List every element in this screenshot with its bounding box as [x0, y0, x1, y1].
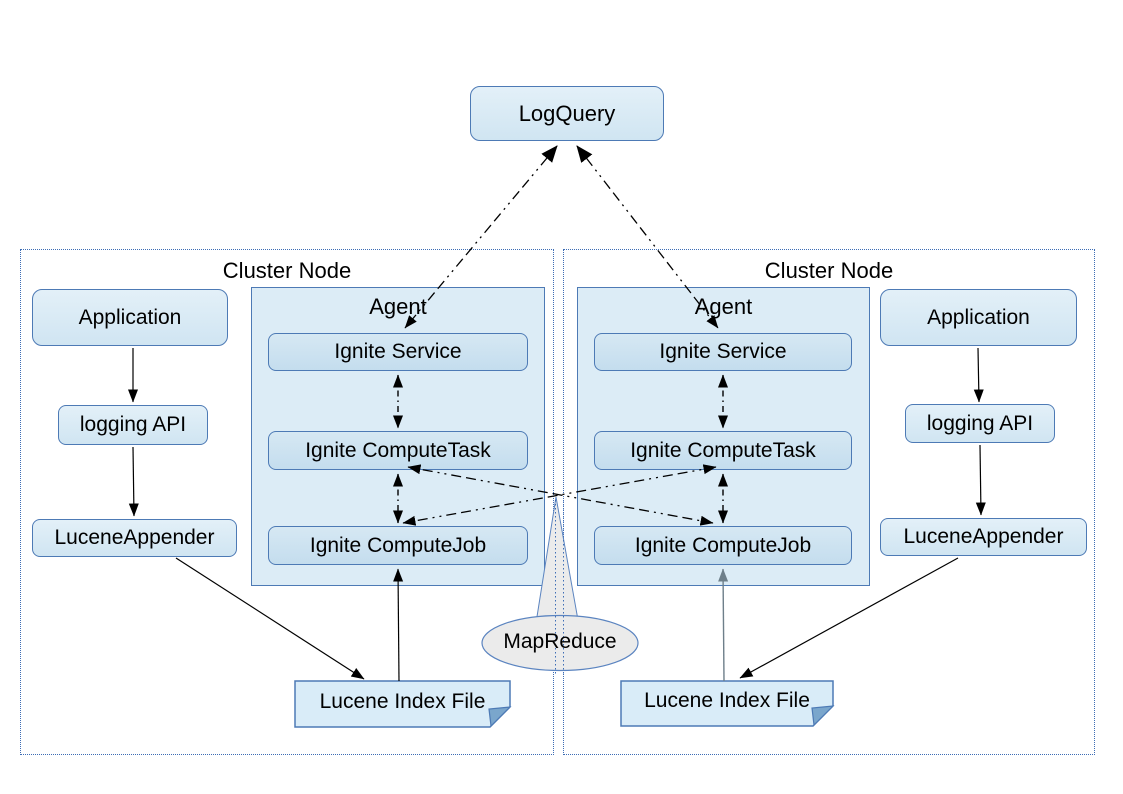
- mapreduce-label: MapReduce: [503, 630, 617, 653]
- agent-label-left: Agent: [369, 294, 427, 319]
- ignite-compute-job-box-right: Ignite ComputeJob: [594, 526, 852, 565]
- application-box-right: Application: [880, 289, 1077, 346]
- cluster-node-left-label: Cluster Node: [222, 258, 352, 283]
- lucene-appender-box-right: LuceneAppender: [880, 518, 1087, 556]
- lucene-index-file-label-left: Lucene Index File: [319, 690, 486, 713]
- logquery-box: LogQuery: [470, 86, 664, 141]
- application-box-left: Application: [32, 289, 228, 346]
- logging-api-box-right: logging API: [905, 404, 1055, 443]
- ignite-compute-task-box-left: Ignite ComputeTask: [268, 431, 528, 470]
- ignite-service-box-left: Ignite Service: [268, 333, 528, 371]
- cluster-node-right-label: Cluster Node: [764, 258, 894, 283]
- ignite-service-box-right: Ignite Service: [594, 333, 852, 371]
- ignite-compute-job-box-left: Ignite ComputeJob: [268, 526, 528, 565]
- ignite-compute-task-box-right: Ignite ComputeTask: [594, 431, 852, 470]
- lucene-index-file-label-right: Lucene Index File: [644, 689, 810, 712]
- agent-label-right: Agent: [694, 294, 753, 319]
- logging-api-box-left: logging API: [58, 405, 208, 445]
- lucene-appender-box-left: LuceneAppender: [32, 519, 237, 557]
